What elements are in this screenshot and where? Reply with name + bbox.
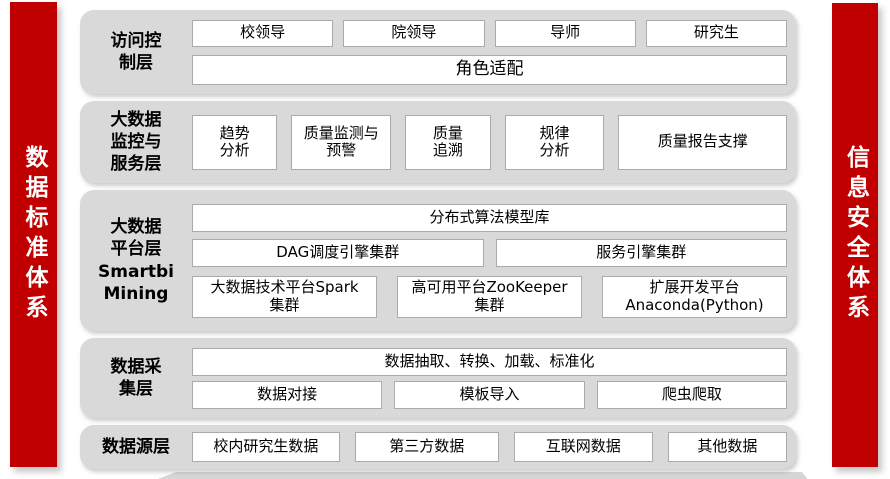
component-box: 大数据技术平台Spark 集群 — [192, 275, 377, 318]
component-box: 校领导 — [192, 19, 334, 47]
layer-stack: 访问控 制层 校领导 院领导 导师 研究生 角色适配 大数据 监控与 服务层 趋… — [80, 10, 796, 469]
component-box: 导师 — [494, 19, 636, 47]
data-standards-banner-label: 数据标准体系 — [21, 144, 47, 325]
component-box: 角色适配 — [192, 54, 787, 85]
component-box: 第三方数据 — [354, 432, 499, 462]
layer-data-collection: 数据采 集层 数据抽取、转换、加载、标准化 数据对接 模板导入 爬虫爬取 — [80, 338, 796, 418]
component-box: 分布式算法模型库 — [192, 203, 787, 232]
layer-content: 趋势 分析 质量监测与 预警 质量 追溯 规律 分析 质量报告支撑 — [192, 101, 796, 183]
etl-row: 数据抽取、转换、加载、标准化 — [192, 347, 787, 376]
component-box: 数据对接 — [192, 380, 383, 409]
layer-label: 大数据 监控与 服务层 — [110, 109, 162, 175]
component-box: 爬虫爬取 — [596, 380, 787, 409]
component-box: 数据抽取、转换、加载、标准化 — [192, 347, 787, 376]
component-box: 扩展开发平台 Anaconda(Python) — [602, 275, 787, 318]
component-box: 模板导入 — [394, 380, 585, 409]
component-box: 院领导 — [343, 19, 485, 47]
component-box: DAG调度引擎集群 — [192, 238, 484, 267]
component-box: 校内研究生数据 — [192, 432, 340, 462]
services-row: 趋势 分析 质量监测与 预警 质量 追溯 规律 分析 质量报告支撑 — [192, 114, 787, 170]
layer-content: 校领导 院领导 导师 研究生 角色适配 — [192, 10, 796, 94]
info-security-banner: 信息安全体系 — [832, 3, 878, 467]
user-roles-row: 校领导 院领导 导师 研究生 — [192, 19, 787, 47]
platform-clusters-row: 大数据技术平台Spark 集群 高可用平台ZooKeeper 集群 扩展开发平台… — [192, 275, 787, 318]
component-box: 规律 分析 — [504, 114, 605, 170]
layer-label: 数据采 集层 — [110, 356, 162, 399]
algorithm-library-row: 分布式算法模型库 — [192, 203, 787, 232]
data-standards-banner: 数据标准体系 — [10, 2, 57, 467]
role-adapt-row: 角色适配 — [192, 54, 787, 85]
layer-content: 数据抽取、转换、加载、标准化 数据对接 模板导入 爬虫爬取 — [192, 338, 796, 418]
component-box: 服务引擎集群 — [495, 238, 787, 267]
layer-label: 大数据 平台层 Smartbi Mining — [98, 217, 174, 304]
component-box: 质量报告支撑 — [618, 114, 787, 170]
layer-label: 数据源层 — [102, 436, 170, 457]
collection-methods-row: 数据对接 模板导入 爬虫爬取 — [192, 380, 787, 409]
layer-monitoring-services: 大数据 监控与 服务层 趋势 分析 质量监测与 预警 质量 追溯 规律 分析 质… — [80, 101, 796, 183]
component-box: 互联网数据 — [513, 432, 653, 462]
layer-bigdata-platform: 大数据 平台层 Smartbi Mining 分布式算法模型库 DAG调度引擎集… — [80, 190, 796, 331]
engine-clusters-row: DAG调度引擎集群 服务引擎集群 — [192, 238, 787, 267]
info-security-banner-label: 信息安全体系 — [842, 145, 869, 325]
component-box: 趋势 分析 — [192, 114, 278, 170]
component-box: 质量监测与 预警 — [291, 114, 392, 170]
layer-content: 校内研究生数据 第三方数据 互联网数据 其他数据 — [192, 425, 796, 469]
component-box: 高可用平台ZooKeeper 集群 — [397, 275, 582, 318]
floor-shadow — [150, 472, 810, 479]
data-sources-row: 校内研究生数据 第三方数据 互联网数据 其他数据 — [192, 432, 787, 462]
layer-content: 分布式算法模型库 DAG调度引擎集群 服务引擎集群 大数据技术平台Spark 集… — [192, 190, 796, 331]
layer-data-source: 数据源层 校内研究生数据 第三方数据 互联网数据 其他数据 — [80, 425, 796, 469]
layer-label: 访问控 制层 — [110, 30, 162, 73]
layer-access-control: 访问控 制层 校领导 院领导 导师 研究生 角色适配 — [80, 10, 796, 94]
component-box: 质量 追溯 — [405, 114, 491, 170]
component-box: 研究生 — [645, 19, 787, 47]
component-box: 其他数据 — [667, 432, 787, 462]
